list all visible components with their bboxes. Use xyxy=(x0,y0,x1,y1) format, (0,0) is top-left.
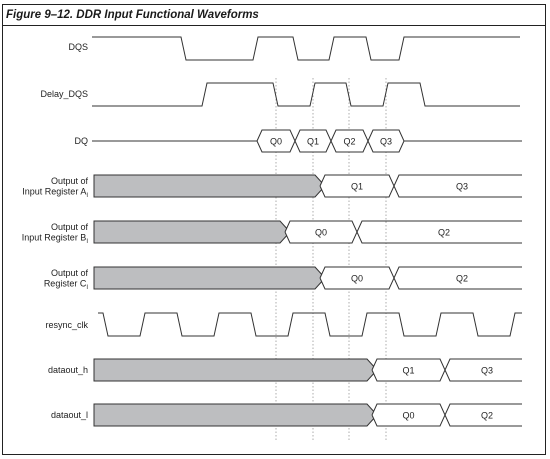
reg-b-value-2: Q2 xyxy=(438,228,450,238)
dataout-l-tail-top xyxy=(444,403,522,416)
dq-value-4: Q3 xyxy=(380,137,392,147)
title-rule xyxy=(2,25,546,26)
dataout-h-tail-bottom xyxy=(444,369,522,382)
reg-a-label-line-1: Output of xyxy=(51,176,89,186)
dataout-h-undefined-region xyxy=(93,358,378,382)
reg-a-label-line-2: Input Register AI xyxy=(22,186,88,199)
reg-c-tail-top xyxy=(393,266,522,279)
reg-a-tail-bottom xyxy=(393,185,522,198)
dataout-l-value-1: Q0 xyxy=(402,411,414,421)
reg-a-value-1: Q1 xyxy=(351,182,363,192)
reg-c-label-line-1: Output of xyxy=(51,268,89,278)
reg-b-undefined-region xyxy=(93,220,291,244)
reg-b-tail-top xyxy=(356,220,522,233)
dqs-waveform xyxy=(92,36,520,61)
reg-a-bus: Q1 xyxy=(93,174,522,198)
reg-c-undefined-region xyxy=(93,266,326,290)
reg-a-value-2: Q3 xyxy=(456,182,468,192)
dq-label-line-1: DQ xyxy=(75,136,89,146)
delay-dqs-waveform xyxy=(92,82,520,107)
reg-b-bus: Q0 xyxy=(93,220,522,244)
dataout-h-bus: Q1 xyxy=(93,358,522,382)
dq-value-1: Q0 xyxy=(270,137,282,147)
reg-b-label-line-1: Output of xyxy=(51,222,89,232)
dqs-label-line-1: DQS xyxy=(68,42,88,52)
dataout-l-value-2: Q2 xyxy=(481,411,493,421)
resync-clk-waveform xyxy=(98,312,522,337)
reg-c-value-2: Q2 xyxy=(456,274,468,284)
dataout-l-bus: Q0 xyxy=(93,403,522,427)
dataout-l-undefined-region xyxy=(93,403,378,427)
figure-title: Figure 9–12. DDR Input Functional Wavefo… xyxy=(6,9,259,21)
dataout-l-label-line-1: dataout_l xyxy=(51,410,88,420)
reg-b-tail-bottom xyxy=(356,231,522,244)
reg-a-tail-top xyxy=(393,174,522,187)
delay-dqs-label-line-1: Delay_DQS xyxy=(40,89,88,99)
figure-frame xyxy=(2,4,546,455)
dataout-h-value-2: Q3 xyxy=(481,366,493,376)
reg-a-undefined-region xyxy=(93,174,326,198)
dataout-l-tail-bottom xyxy=(444,414,522,427)
reg-c-label-line-2: Register CI xyxy=(44,278,89,291)
dataout-h-value-1: Q1 xyxy=(402,366,414,376)
reg-c-bus: Q0 xyxy=(93,266,522,290)
reg-b-value-1: Q0 xyxy=(315,228,327,238)
dataout-h-label-line-1: dataout_h xyxy=(48,365,88,375)
dataout-h-tail-top xyxy=(444,358,522,371)
resync-clk-label-line-1: resync_clk xyxy=(45,320,88,330)
dq-value-2: Q1 xyxy=(307,137,319,147)
reg-c-value-1: Q0 xyxy=(351,274,363,284)
reg-c-tail-bottom xyxy=(393,277,522,290)
reg-b-label-line-2: Input Register BI xyxy=(22,232,89,245)
dq-value-3: Q2 xyxy=(343,137,355,147)
dq-segment-4 xyxy=(367,129,405,153)
dq-bus: Q0 Q1 Q2 Q3 xyxy=(256,129,405,153)
